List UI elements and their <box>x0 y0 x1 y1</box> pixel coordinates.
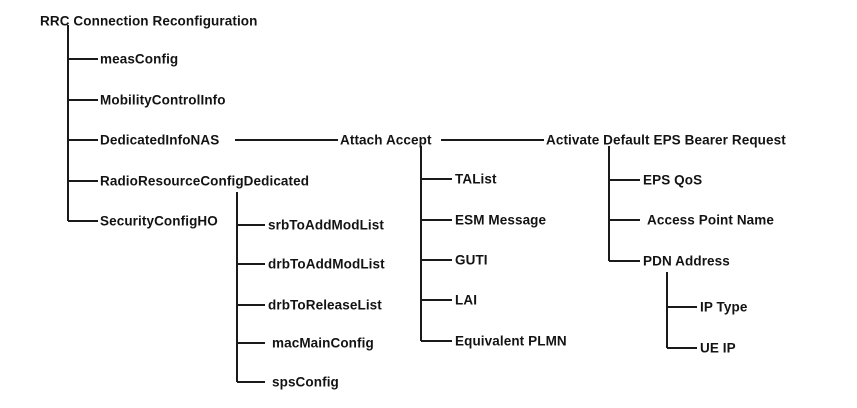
tree-node-guti[interactable]: GUTI <box>455 252 488 268</box>
tree-node-activateDefaultEPSBearerRequest[interactable]: Activate Default EPS Bearer Request <box>546 132 786 148</box>
tree-node-epsQos[interactable]: EPS QoS <box>643 172 703 188</box>
tree-node-attachAccept[interactable]: Attach Accept <box>340 132 432 148</box>
tree-node-ipType[interactable]: IP Type <box>700 299 748 315</box>
tree-node-root[interactable]: RRC Connection Reconfiguration <box>40 13 258 29</box>
tree-node-securityConfigHO[interactable]: SecurityConfigHO <box>100 213 218 229</box>
tree-node-accessPointName[interactable]: Access Point Name <box>647 212 775 228</box>
tree-node-macMainConfig[interactable]: macMainConfig <box>272 335 374 351</box>
tree-node-measConfig[interactable]: measConfig <box>100 51 179 67</box>
lines-group <box>67 25 697 383</box>
tree-node-srbToAddModList[interactable]: srbToAddModList <box>268 217 384 233</box>
tree-node-equivalentPLMN[interactable]: Equivalent PLMN <box>455 333 567 349</box>
tree-node-pdnAddress[interactable]: PDN Address <box>643 253 730 269</box>
tree-node-mobilityControlInfo[interactable]: MobilityControlInfo <box>100 92 226 108</box>
tree-node-spsConfig[interactable]: spsConfig <box>272 374 339 390</box>
tree-node-drbToAddModList[interactable]: drbToAddModList <box>268 256 385 272</box>
tree-node-lai[interactable]: LAI <box>455 292 478 308</box>
tree-node-radioResourceConfigDedicated[interactable]: RadioResourceConfigDedicated <box>100 173 310 189</box>
tree-node-dedicatedInfoNAS[interactable]: DedicatedInfoNAS <box>100 132 220 148</box>
tree-node-ueIp[interactable]: UE IP <box>700 340 736 356</box>
tree-node-taList[interactable]: TAList <box>455 171 497 187</box>
tree-node-esmMessage[interactable]: ESM Message <box>455 212 547 228</box>
tree-node-drbToReleaseList[interactable]: drbToReleaseList <box>268 297 382 313</box>
